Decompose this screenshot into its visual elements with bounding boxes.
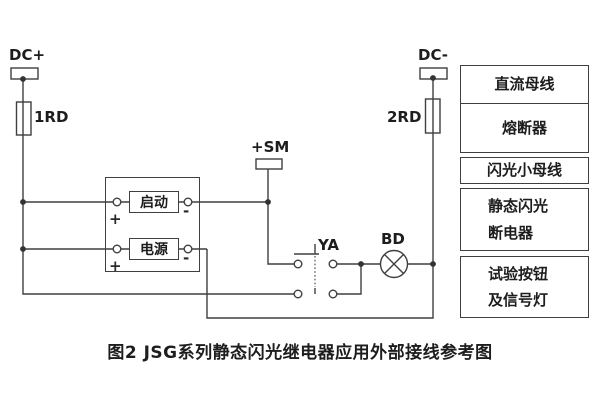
junction-dot [430, 75, 436, 81]
legend-row-relay-line1: 静态闪光 [488, 196, 549, 215]
contact-circle [293, 289, 303, 299]
polarity-plus-start: + [109, 210, 122, 228]
polarity-minus-power: - [183, 249, 190, 267]
flash-bus-label: +SM [251, 138, 290, 156]
relay-terminal-circle [112, 197, 122, 207]
legend-box-test-lamp: 试验按钮 及信号灯 [460, 256, 589, 318]
lamp-bd-label: BD [381, 230, 405, 248]
legend-box-flash-bus: 闪光小母线 [460, 157, 589, 184]
legend-row-test-line2: 及信号灯 [488, 291, 549, 309]
junction-dot [20, 76, 26, 82]
legend-row-dc-bus: 直流母线 [494, 75, 555, 93]
legend-row-fuse: 熔断器 [501, 118, 547, 137]
relay-terminal-circle [183, 244, 193, 254]
fuse-2rd-symbol [424, 98, 441, 134]
junction-dot [20, 199, 26, 205]
dc-plus-label: DC+ [9, 46, 46, 64]
wire-right-rail [206, 78, 434, 319]
junction-dot [358, 261, 364, 267]
contact-circle [328, 289, 338, 299]
contact-circle [328, 259, 338, 269]
wire-left-rail [22, 79, 296, 295]
terminal-flash-bus [255, 158, 283, 170]
contact-ya-label: YA [318, 236, 340, 254]
fuse-1rd-label: 1RD [34, 108, 69, 126]
dc-minus-label: DC- [418, 46, 449, 64]
contact-circle [293, 259, 303, 269]
relay-terminal-circle [183, 197, 193, 207]
legend-box-relay: 静态闪光 断电器 [460, 188, 589, 251]
figure-caption: 图2 JSG系列静态闪光继电器应用外部接线参考图 [107, 343, 493, 363]
relay-terminal-circle [112, 244, 122, 254]
relay-power-block: 电源 [129, 238, 179, 260]
relay-start-block: 启动 [129, 191, 179, 213]
legend-row-relay-line2: 断电器 [488, 223, 534, 242]
lamp-cross [384, 254, 404, 274]
wire-contact-bottom-out [335, 264, 362, 295]
legend-box-bus-fuse: 直流母线 熔断器 [460, 65, 589, 153]
relay-outline-box [105, 177, 200, 272]
polarity-minus-start: - [183, 202, 190, 220]
fuse-1rd-symbol [15, 101, 32, 136]
junction-dot [20, 246, 26, 252]
junction-dot [265, 199, 271, 205]
polarity-plus-power: + [109, 257, 122, 275]
wire-flash-bus-drop [267, 169, 296, 265]
fuse-2rd-label: 2RD [387, 108, 422, 126]
junction-dot [430, 261, 436, 267]
legend-row-test-line1: 试验按钮 [488, 265, 549, 283]
legend-row-flash-bus: 闪光小母线 [486, 161, 562, 179]
